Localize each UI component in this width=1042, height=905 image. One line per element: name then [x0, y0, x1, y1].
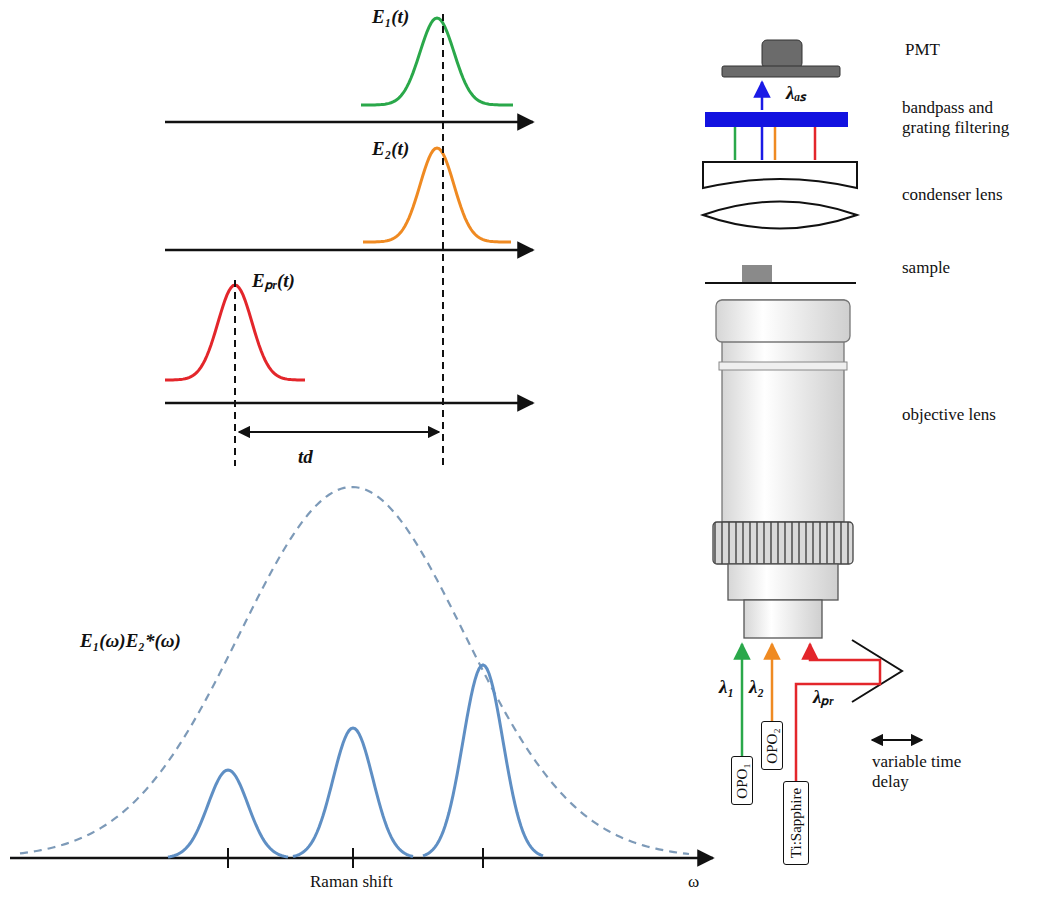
delay-marker	[234, 280, 236, 466]
time-axis	[165, 121, 533, 124]
stokes-pulse	[363, 148, 511, 242]
label: λₚᵣ	[813, 686, 834, 708]
axis-tick	[352, 848, 354, 868]
frequency-axis	[10, 857, 713, 860]
sample-slide	[705, 282, 856, 284]
filtered-beam	[774, 127, 777, 160]
filtered-beam	[814, 127, 817, 160]
label: ω	[688, 872, 699, 892]
raman-peak	[423, 665, 543, 856]
label: λ₂	[749, 676, 764, 698]
label: objective lens	[902, 405, 996, 425]
pump-beam	[741, 644, 744, 756]
stokes-beam	[771, 644, 774, 721]
pump-pulse	[361, 18, 513, 105]
time-axis	[165, 249, 533, 252]
filtered-beam	[734, 127, 737, 160]
delay-marker	[442, 14, 444, 470]
condenser-lens	[703, 162, 857, 188]
spectral-envelope	[20, 487, 689, 854]
label: Raman shift	[310, 872, 393, 892]
laser-name: OPO₂	[765, 728, 780, 763]
probe-beam	[796, 644, 880, 781]
delay-stage-arrow	[872, 739, 922, 741]
laser-box: OPO₁	[731, 756, 753, 805]
label: Eₚᵣ(t)	[252, 270, 295, 292]
label: sample	[902, 258, 950, 278]
label: condenser lens	[902, 185, 1003, 205]
sample	[742, 265, 772, 282]
label: E₂(t)	[372, 138, 409, 160]
label: PMT	[905, 40, 940, 60]
delay-arrow	[239, 431, 439, 433]
label: λ₁	[719, 676, 734, 698]
retroreflector	[852, 640, 902, 702]
label: E₁(ω)E₂*(ω)	[80, 630, 181, 652]
raman-peak	[293, 728, 413, 857]
laser-name: OPO₁	[735, 763, 750, 798]
laser-box: OPO₂	[761, 721, 783, 770]
axis-tick	[227, 848, 229, 868]
label: td	[298, 446, 313, 468]
label: variable time delay	[872, 752, 984, 791]
label: bandpass and grating filtering	[902, 98, 1040, 137]
condenser-lens	[703, 202, 857, 229]
label: λₐₛ	[786, 82, 806, 104]
objective-lens	[713, 300, 853, 638]
time-axis	[165, 402, 533, 405]
pmt-detector	[722, 66, 840, 77]
label: E₁(t)	[372, 6, 409, 28]
raman-peak	[168, 770, 288, 857]
axis-tick	[482, 848, 484, 868]
laser-name: Ti:Sapphire	[789, 788, 804, 858]
filter-bar	[705, 112, 848, 127]
anti-stokes-beam	[761, 82, 764, 110]
filtered-beam	[761, 127, 764, 160]
laser-box: Ti:Sapphire	[783, 781, 809, 865]
pmt-detector	[762, 40, 802, 68]
